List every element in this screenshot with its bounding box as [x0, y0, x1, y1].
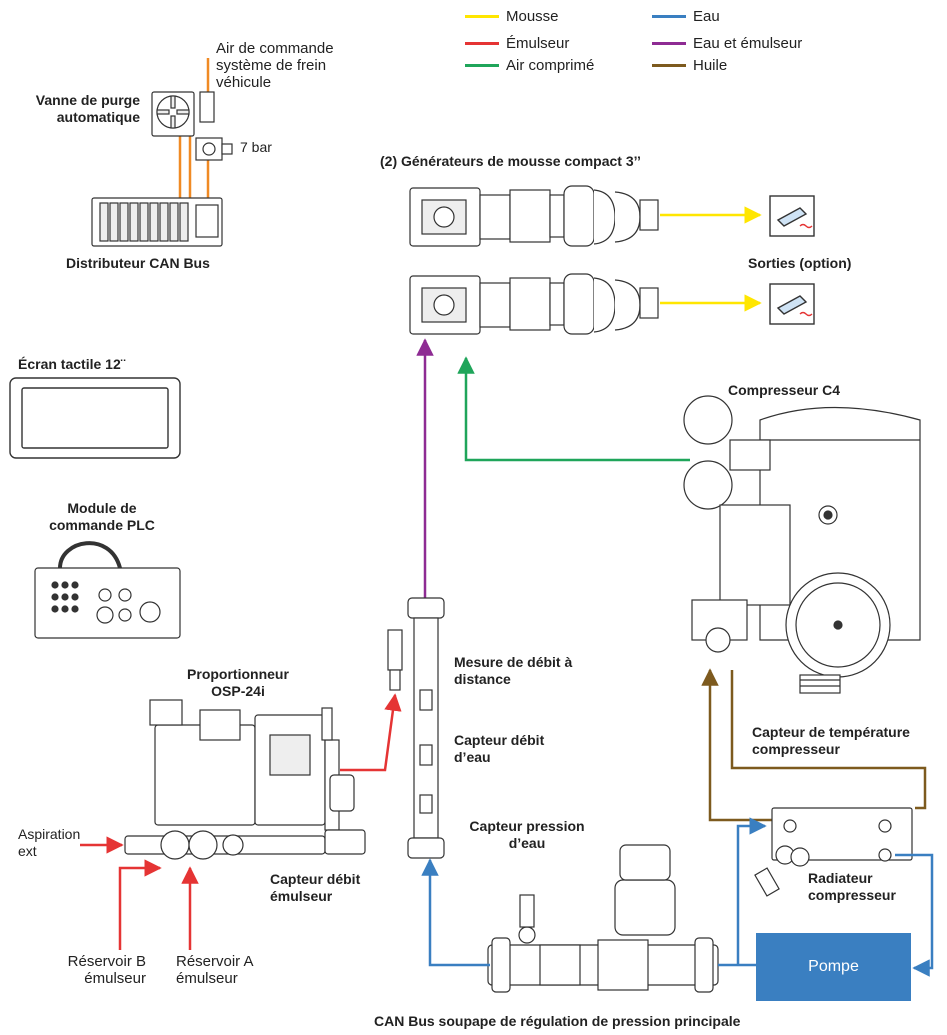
label-distributeur: Distributeur CAN Bus [66, 255, 210, 271]
label-air-commande: Air de commande système de frein véhicul… [216, 40, 334, 91]
legend-label: Mousse [506, 8, 559, 25]
legend-item-huile: Huile [652, 57, 727, 74]
label-reservoir-b: Réservoir B émulseur [67, 953, 146, 987]
flowmeter-drawing [387, 597, 445, 859]
air-command-lines [178, 58, 210, 200]
label-compresseur: Compresseur C4 [728, 382, 841, 398]
legend-swatch [652, 15, 686, 18]
legend-swatch [465, 64, 499, 67]
label-capteur-pression: Capteur pression d’eau [469, 818, 585, 851]
legend-item-eau: Eau [652, 8, 720, 25]
label-generateurs: (2) Générateurs de mousse compact 3’’ [380, 153, 641, 169]
label-capteur-debit-eau: Capteur débit d’eau [454, 732, 545, 765]
legend-item-air: Air comprimé [465, 57, 594, 74]
label-mesure-debit: Mesure de débit à distance [454, 654, 573, 687]
legend-item-eau-emulseur: Eau et émulseur [652, 35, 802, 52]
vanne-purge-drawing [151, 91, 233, 161]
legend-item-emulseur: Émulseur [465, 35, 569, 52]
legend-swatch [652, 42, 686, 45]
main-valve-drawing [487, 844, 719, 993]
label-aspiration: Aspiration ext [18, 826, 81, 859]
label-ecran: Écran tactile 12¨ [18, 356, 126, 372]
outlet-icons [769, 195, 815, 325]
emulsifier-lines [80, 693, 402, 950]
label-vanne-purge: Vanne de purge automatique [35, 92, 140, 125]
compressor-drawing [683, 395, 921, 694]
label-module-plc: Module de commande PLC [49, 500, 155, 533]
module-plc-drawing [34, 541, 181, 639]
legend-swatch [465, 15, 499, 18]
foam-lines [660, 206, 762, 312]
label-7-bar: 7 bar [240, 139, 272, 155]
legend-label: Air comprimé [506, 57, 595, 74]
foam-generators-drawing [409, 185, 659, 335]
legend-label: Eau et émulseur [693, 35, 803, 52]
legend-label: Eau [693, 8, 720, 25]
pompe-box: Pompe [756, 933, 911, 1001]
label-proportionneur: Proportionneur OSP-24i [187, 666, 289, 699]
label-reservoir-a: Réservoir A émulseur [176, 953, 253, 987]
ecran-drawing [9, 377, 181, 459]
label-sorties: Sorties (option) [748, 255, 852, 271]
proportionneur-drawing [124, 699, 366, 860]
distributeur-drawing [91, 197, 223, 247]
compressed-air-line [457, 356, 690, 462]
label-capteur-temp: Capteur de température compresseur [752, 724, 910, 757]
legend-label: Huile [693, 57, 728, 74]
label-capteur-emulseur: Capteur débit émulseur [270, 871, 361, 904]
label-radiateur: Radiateur compresseur [808, 870, 896, 903]
label-can-soupape: CAN Bus soupape de régulation de pressio… [374, 1013, 741, 1029]
radiator-drawing [754, 807, 913, 897]
legend-swatch [652, 64, 686, 67]
legend-swatch [465, 42, 499, 45]
legend-item-mousse: Mousse [465, 8, 559, 25]
water-lines [421, 817, 934, 977]
legend-label: Émulseur [506, 35, 570, 52]
